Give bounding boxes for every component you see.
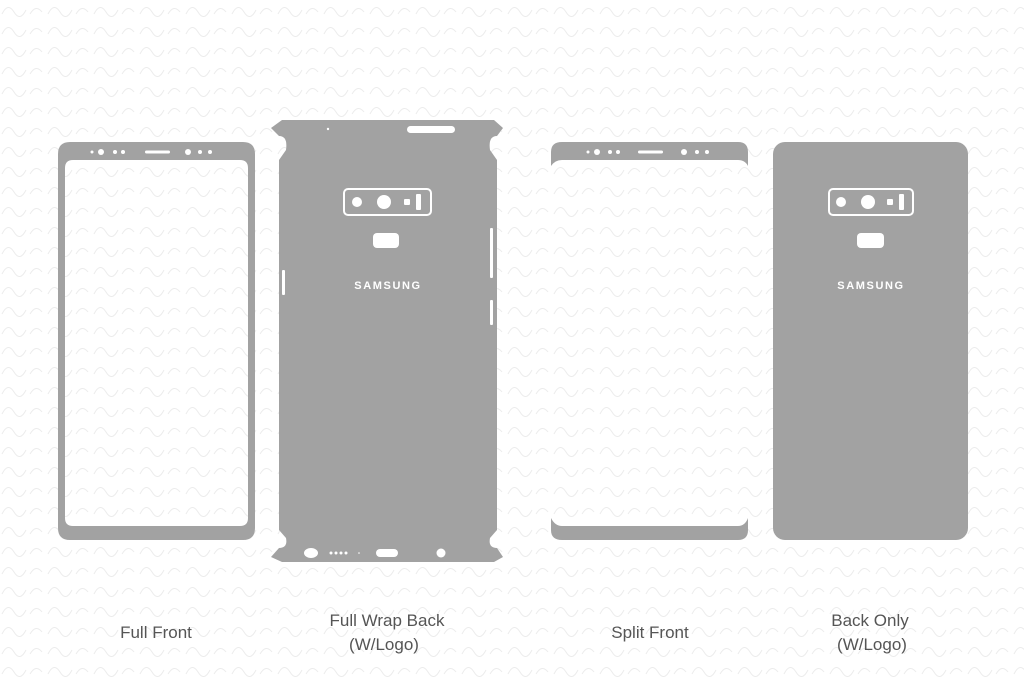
label-back-only: Back Only bbox=[831, 611, 909, 630]
split-front-template bbox=[551, 142, 748, 540]
label-full-wrap-back-sub: (W/Logo) bbox=[349, 635, 419, 654]
label-back-only-sub: (W/Logo) bbox=[837, 635, 907, 654]
samsung-logo: SAMSUNG bbox=[354, 280, 421, 292]
label-full-wrap-back: Full Wrap Back bbox=[330, 611, 445, 630]
label-split-front: Split Front bbox=[611, 623, 689, 642]
label-full-front: Full Front bbox=[120, 623, 192, 642]
full-wrap-back-template: SAMSUNG bbox=[271, 120, 503, 562]
back-only-template: SAMSUNG bbox=[773, 142, 968, 540]
samsung-logo: SAMSUNG bbox=[837, 280, 904, 292]
full-front-template bbox=[58, 142, 255, 540]
